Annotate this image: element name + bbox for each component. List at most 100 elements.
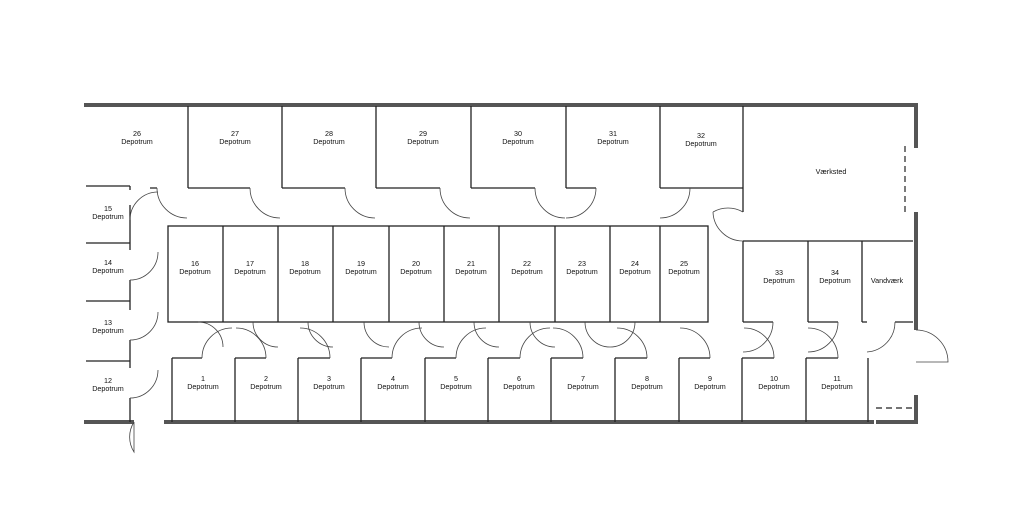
room-name: Depotrum (597, 137, 629, 146)
room-number: 13 (104, 318, 112, 327)
room-number: 7 (581, 374, 585, 383)
room-number: 27 (231, 129, 239, 138)
room-name: Depotrum (503, 382, 535, 391)
room-name: Depotrum (407, 137, 439, 146)
room-name: Depotrum (455, 267, 487, 276)
room-name: Depotrum (92, 212, 124, 221)
room-name: Depotrum (619, 267, 651, 276)
room-number: 25 (680, 259, 688, 268)
room-number: 22 (523, 259, 531, 268)
room-name: Depotrum (92, 266, 124, 275)
room-vaerksted: Værksted (816, 167, 847, 176)
room-number: 10 (770, 374, 778, 383)
room-number: 21 (467, 259, 475, 268)
room-number: 1 (201, 374, 205, 383)
room-name: Depotrum (440, 382, 472, 391)
room-name: Depotrum (289, 267, 321, 276)
room-number: 33 (775, 268, 783, 277)
room-name: Depotrum (685, 139, 717, 148)
room-name: Depotrum (250, 382, 282, 391)
room-name: Depotrum (694, 382, 726, 391)
room-name: Depotrum (819, 276, 851, 285)
room-number: 2 (264, 374, 268, 383)
room-number: 4 (391, 374, 395, 383)
room-name: Depotrum (219, 137, 251, 146)
room-name: Depotrum (313, 137, 345, 146)
room-number: 16 (191, 259, 199, 268)
room-number: 26 (133, 129, 141, 138)
room-name: Depotrum (821, 382, 853, 391)
room-name: Depotrum (345, 267, 377, 276)
outer-wall (84, 103, 918, 424)
room-name: Depotrum (566, 267, 598, 276)
room-name: Depotrum (234, 267, 266, 276)
room-name: Depotrum (758, 382, 790, 391)
room-name: Depotrum (121, 137, 153, 146)
room-number: 34 (831, 268, 839, 277)
room-name: Depotrum (92, 326, 124, 335)
room-name: Depotrum (763, 276, 795, 285)
room-number: 6 (517, 374, 521, 383)
room-number: 29 (419, 129, 427, 138)
room-number: 9 (708, 374, 712, 383)
room-number: 12 (104, 376, 112, 385)
room-name: Depotrum (187, 382, 219, 391)
room-number: 20 (412, 259, 420, 268)
room-name: Depotrum (179, 267, 211, 276)
room-number: 24 (631, 259, 639, 268)
room-name: Depotrum (313, 382, 345, 391)
room-number: 14 (104, 258, 112, 267)
room-number: 19 (357, 259, 365, 268)
room-number: 17 (246, 259, 254, 268)
room-name: Depotrum (567, 382, 599, 391)
doors (129, 187, 949, 454)
room-number: 31 (609, 129, 617, 138)
room-name: Depotrum (511, 267, 543, 276)
room-number: 5 (454, 374, 458, 383)
room-name: Depotrum (668, 267, 700, 276)
room-name: Depotrum (92, 384, 124, 393)
room-number: 18 (301, 259, 309, 268)
room-vandvaerk: Vandværk (871, 276, 904, 285)
room-number: 15 (104, 204, 112, 213)
room-name: Depotrum (631, 382, 663, 391)
window (876, 146, 912, 409)
room-name: Depotrum (377, 382, 409, 391)
room-number: 28 (325, 129, 333, 138)
room-labels: 1Depotrum2Depotrum3Depotrum4Depotrum5Dep… (92, 129, 903, 393)
